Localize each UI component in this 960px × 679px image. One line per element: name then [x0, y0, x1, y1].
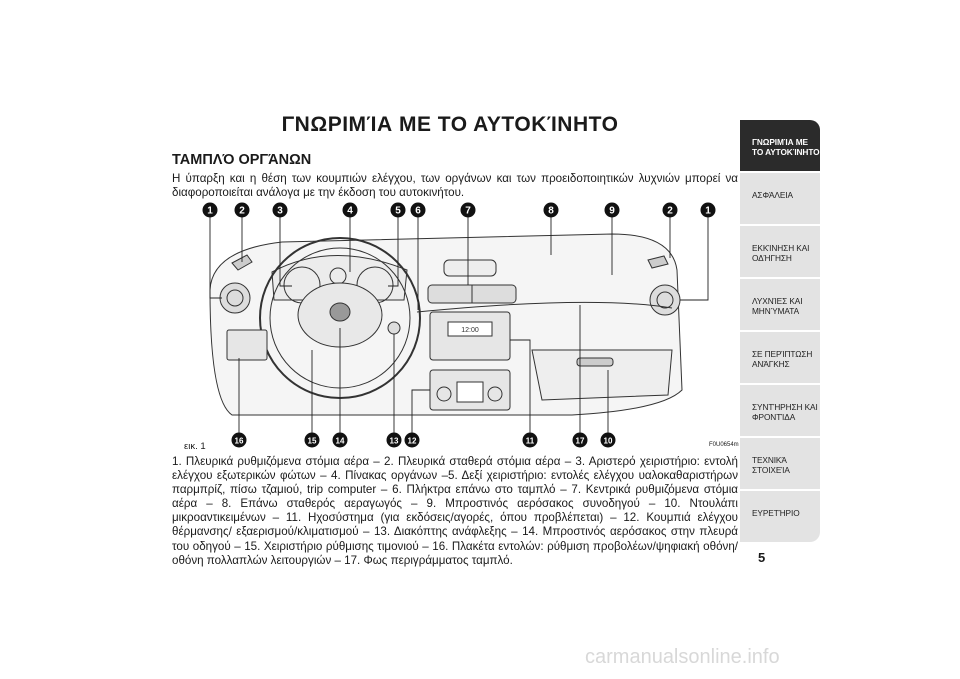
callout-number: 16	[235, 437, 244, 446]
callout-number: 17	[576, 437, 585, 446]
page-number: 5	[758, 550, 766, 565]
figure-code: F0U0654m	[709, 442, 739, 448]
tab-index[interactable]: ΕΥΡΕΤΉΡΙΟ	[740, 491, 820, 542]
callout-number: 2	[667, 206, 673, 217]
chapter-tabs: ΓΝΩΡΙΜΊΑ ΜΕ ΤΟ ΑΥΤΟΚΊΝΗΤΟ ΑΣΦΆΛΕΙΑ ΕΚΚΊΝ…	[740, 120, 820, 544]
figure-caption: 1. Πλευρικά ρυθμιζόμενα στόμια αέρα – 2.…	[172, 455, 738, 567]
callout-number: 15	[308, 437, 317, 446]
callout-number: 10	[604, 437, 613, 446]
callout-number: 9	[609, 206, 615, 217]
dashboard-illustration: 1 2 3 4 5 6 7 8 9 2 1 16 15 14 13 12 11 …	[202, 202, 716, 448]
callout-number: 8	[548, 206, 554, 217]
callout-number: 1	[705, 206, 711, 217]
tab-getting-to-know[interactable]: ΓΝΩΡΙΜΊΑ ΜΕ ΤΟ ΑΥΤΟΚΊΝΗΤΟ	[740, 120, 820, 171]
tab-safety[interactable]: ΑΣΦΆΛΕΙΑ	[740, 173, 820, 224]
callout-number: 2	[239, 206, 245, 217]
callout-number: 6	[415, 206, 421, 217]
tab-starting-driving[interactable]: ΕΚΚΊΝΗΣΗ ΚΑΙ ΟΔΉΓΗΣΗ	[740, 226, 820, 277]
tab-technical-data[interactable]: ΤΕΧΝΙΚΆ ΣΤΟΙΧΕΊΑ	[740, 438, 820, 489]
callout-number: 13	[390, 437, 399, 446]
callout-number: 14	[336, 437, 345, 446]
tab-emergency[interactable]: ΣΕ ΠΕΡΊΠΤΩΣΗ ΑΝΆΓΚΗΣ	[740, 332, 820, 383]
callout-number: 5	[395, 206, 401, 217]
tab-maintenance[interactable]: ΣΥΝΤΉΡΗΣΗ ΚΑΙ ΦΡΟΝΤΊΔΑ	[740, 385, 820, 436]
page-title: ΓΝΩΡΙΜΊΑ ΜΕ ΤΟ ΑΥΤΟΚΊΝΗΤΟ	[281, 113, 619, 136]
section-heading: ΤΑΜΠΛΌ ΟΡΓΆΝΩΝ	[172, 152, 312, 168]
radio-display-text: 12:00	[461, 327, 479, 334]
callout-number: 3	[277, 206, 283, 217]
tab-warning-lights[interactable]: ΛΥΧΝΊΕΣ ΚΑΙ ΜΗΝΎΜΑΤΑ	[740, 279, 820, 330]
callout-number: 7	[465, 206, 471, 217]
dashboard-figure: 1 2 3 4 5 6 7 8 9 2 1 16 15 14 13 12 11 …	[172, 200, 738, 450]
callout-number: 1	[207, 206, 213, 217]
callout-number: 4	[347, 206, 353, 217]
intro-paragraph: Η ύπαρξη και η θέση των κουμπιών ελέγχου…	[172, 172, 738, 199]
watermark: carmanualsonline.info	[585, 646, 780, 668]
figure-label: εικ. 1	[184, 441, 206, 452]
callout-number: 11	[526, 437, 535, 446]
callout-number: 12	[408, 437, 417, 446]
